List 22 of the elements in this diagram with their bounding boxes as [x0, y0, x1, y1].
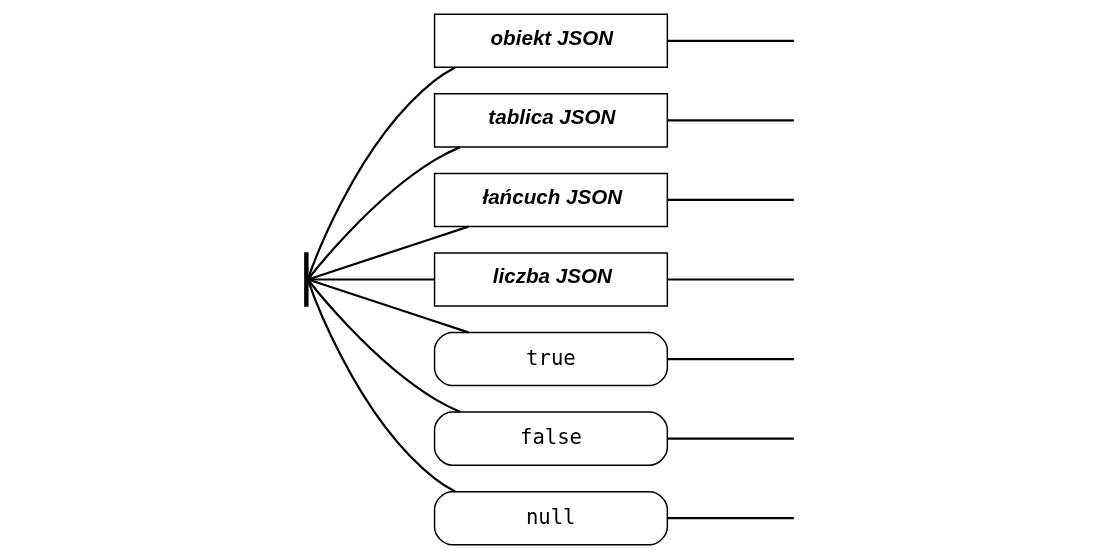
connector: [307, 278, 434, 281]
connector: [667, 278, 794, 281]
connector: [667, 437, 794, 440]
node-box: łańcuch JSON: [433, 172, 668, 228]
connector: [306, 146, 460, 280]
connector: [306, 279, 456, 493]
node-box: false: [433, 411, 668, 466]
node-box: true: [433, 331, 668, 387]
connector: [306, 279, 460, 413]
connector: [667, 119, 794, 122]
node-box: null: [433, 490, 668, 546]
node-box: tablica JSON: [433, 93, 668, 148]
connector: [667, 517, 794, 520]
node-box: obiekt JSON: [433, 13, 668, 69]
connector: [667, 357, 794, 361]
connector: [307, 278, 469, 334]
node-bar: [303, 252, 309, 307]
connector: [307, 225, 469, 281]
node-box: liczba JSON: [433, 252, 668, 307]
connector: [306, 66, 456, 280]
connector: [667, 198, 794, 202]
connector: [667, 39, 794, 42]
